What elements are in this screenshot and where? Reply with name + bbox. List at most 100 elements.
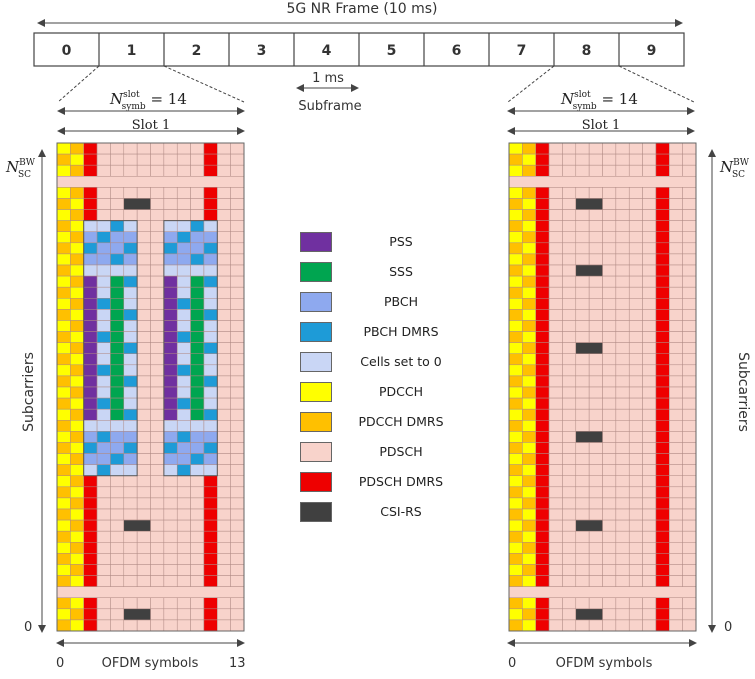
- pdcch-dmrs-re: [522, 453, 536, 465]
- pdsch-re: [682, 353, 697, 366]
- pdsch-re: [562, 364, 577, 377]
- pdsch-re: [562, 220, 577, 232]
- zero-re: [123, 397, 138, 410]
- pdsch-re: [602, 198, 617, 210]
- pdsch-re: [217, 275, 231, 288]
- pbch-dmrs-re: [110, 253, 125, 266]
- pdsch-dmrs-re: [655, 608, 670, 621]
- pdsch-re: [615, 564, 630, 576]
- subframe-6: 6: [452, 43, 462, 59]
- ssb-block-outline: [83, 220, 138, 477]
- pdcch-dmrs-re: [522, 275, 536, 288]
- pdsch-dmrs-re: [203, 619, 218, 632]
- pbch-re: [96, 242, 111, 255]
- pdsch-re: [669, 597, 683, 610]
- pdsch-re: [562, 198, 577, 210]
- legend-label: PDSCH DMRS: [358, 474, 444, 489]
- pdsch-re: [628, 286, 643, 299]
- zero-re: [83, 264, 98, 277]
- pdsch-re: [136, 442, 151, 454]
- pdsch-re: [562, 386, 577, 399]
- pdcch-dmrs-re: [56, 375, 71, 388]
- pdsch-dmrs-re: [203, 530, 218, 543]
- right-subcarriers-label: Subcarriers: [735, 352, 751, 432]
- pdsch-re: [110, 519, 125, 532]
- pdsch-re: [575, 242, 590, 255]
- pdcch-dmrs-re: [70, 231, 84, 244]
- pdsch-re: [190, 497, 205, 510]
- pdsch-re: [163, 164, 178, 177]
- pdsch-re: [642, 464, 657, 476]
- pdsch-re: [136, 298, 151, 310]
- pss-re: [83, 298, 98, 310]
- pdsch-dmrs-re: [655, 375, 670, 388]
- pdsch-dmrs-re: [535, 198, 550, 210]
- pdsch-re: [217, 209, 231, 221]
- pdsch-re: [588, 442, 603, 454]
- pdsch-re: [163, 153, 178, 166]
- pdsch-re: [150, 331, 165, 343]
- pdsch-re: [548, 375, 563, 388]
- pdcch-re: [70, 486, 84, 499]
- pdcch-re: [70, 220, 84, 232]
- pdsch-re: [628, 331, 643, 343]
- sss-re: [190, 375, 205, 388]
- pdsch-re: [575, 220, 590, 232]
- pdcch-dmrs-re: [508, 553, 523, 565]
- pdsch-re: [548, 364, 563, 377]
- pdsch-re: [562, 575, 577, 587]
- ssb-block-outline: [163, 220, 218, 477]
- pdsch-re: [669, 198, 683, 210]
- pdcch-re: [522, 242, 536, 255]
- pdcch-re: [522, 331, 536, 343]
- zero-re: [203, 397, 218, 410]
- pdsch-dmrs-re: [203, 542, 218, 554]
- pdsch-dmrs-re: [83, 198, 98, 210]
- pbch-dmrs-re: [176, 331, 191, 343]
- pdsch-re: [615, 519, 630, 532]
- pdsch-re: [682, 164, 697, 177]
- pdsch-re: [682, 231, 697, 244]
- pdsch-re: [642, 408, 657, 421]
- pdsch-dmrs-re: [535, 153, 550, 166]
- pdcch-re: [508, 497, 523, 510]
- pdsch-re: [602, 164, 617, 177]
- pbch-dmrs-re: [176, 298, 191, 310]
- pbch-dmrs-re: [176, 397, 191, 410]
- sss-re: [190, 320, 205, 332]
- pdsch-re: [602, 442, 617, 454]
- pdsch-re: [150, 442, 165, 454]
- pdsch-re: [628, 519, 643, 532]
- pdsch-re: [548, 242, 563, 255]
- pdsch-dmrs-re: [655, 353, 670, 366]
- pdsch-re: [217, 497, 231, 510]
- pdsch-re: [562, 497, 577, 510]
- pdsch-re: [176, 553, 191, 565]
- pdsch-re: [136, 553, 151, 565]
- pdcch-dmrs-re: [56, 286, 71, 299]
- pdsch-re: [123, 508, 138, 521]
- pdcch-re: [508, 453, 523, 465]
- pdsch-re: [682, 142, 697, 155]
- pdsch-re: [150, 475, 165, 488]
- pbch-dmrs-re: [176, 464, 191, 476]
- resource-grid-left: [56, 142, 245, 632]
- pdcch-re: [522, 264, 536, 277]
- pdsch-re: [588, 453, 603, 465]
- pdcch-dmrs-re: [70, 253, 84, 266]
- pdsch-re: [150, 497, 165, 510]
- pdcch-dmrs-re: [56, 619, 71, 632]
- pdcch-re: [70, 619, 84, 632]
- pdsch-re: [548, 298, 563, 310]
- pdsch-dmrs-re: [655, 331, 670, 343]
- pdsch-re: [682, 264, 697, 277]
- zero-re: [96, 286, 111, 299]
- pdsch-re: [96, 575, 111, 587]
- pdsch-dmrs-re: [655, 320, 670, 332]
- pdsch-re: [628, 231, 643, 244]
- pdcch-dmrs-re: [522, 209, 536, 221]
- pdsch-re: [150, 142, 165, 155]
- pdsch-dmrs-re: [655, 442, 670, 454]
- zero-re: [96, 386, 111, 399]
- pdsch-re: [669, 431, 683, 443]
